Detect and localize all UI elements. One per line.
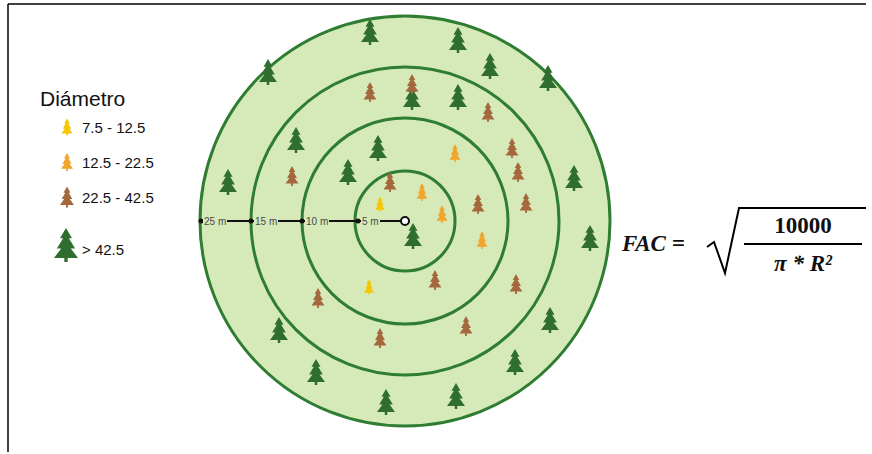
tree-icon (437, 205, 448, 223)
tree-icon (481, 53, 499, 79)
tree-icon (286, 166, 299, 186)
tree-icon (510, 274, 523, 294)
tree-icon (449, 27, 467, 53)
tree-icon (384, 172, 397, 192)
tree-icon (506, 349, 524, 375)
legend-tree-icon (60, 187, 74, 208)
tree-icon (429, 270, 442, 290)
legend-entry: 22.5 - 42.5 (82, 190, 154, 207)
legend-tree-icon (62, 119, 73, 136)
tree-icon (307, 359, 325, 385)
tree-icon (377, 389, 395, 415)
tree-icon (472, 194, 485, 214)
tree-icon (447, 383, 465, 409)
radius-label: 10 m (305, 216, 329, 227)
legend-tree-icon (61, 153, 73, 171)
tree-icon (512, 162, 525, 182)
tree-icon (364, 82, 377, 102)
tree-icon (460, 316, 473, 336)
tree-icon (506, 138, 519, 158)
tree-icon (219, 169, 237, 195)
legend-entry: 12.5 - 22.5 (82, 155, 154, 172)
tree-icon (539, 65, 557, 91)
tree-icon (374, 328, 387, 348)
tree-icon (375, 197, 385, 212)
legend-title: Diámetro (40, 87, 125, 110)
plot-rings (200, 16, 610, 426)
tree-icon (259, 59, 277, 85)
tree-icon (270, 317, 288, 343)
frame (8, 4, 866, 452)
formula-numerator: 10000 (774, 213, 832, 238)
tree-icon (520, 193, 533, 213)
tree-icon (312, 288, 325, 308)
radius-label: 25 m (203, 216, 227, 227)
tree-icon (287, 127, 305, 153)
tree-icon (449, 84, 467, 110)
tree-icon (450, 144, 461, 162)
legend-tree-icon (54, 228, 78, 262)
tree-icon (581, 225, 599, 251)
tree-icon (369, 135, 387, 161)
tree-icon (361, 19, 379, 45)
tree-icon (565, 165, 583, 191)
tree-icon (541, 307, 559, 333)
tree-icon (404, 223, 422, 249)
tree-icon (339, 159, 357, 185)
legend-entry: > 42.5 (82, 242, 124, 259)
radius-label: 15 m (254, 216, 278, 227)
tree-icon (417, 183, 428, 201)
radius-label: 5 m (361, 216, 380, 227)
legend-icons (54, 119, 78, 263)
trees (219, 19, 599, 415)
tree-icon (364, 280, 374, 295)
tree-icon (482, 102, 495, 122)
legend-entry: 7.5 - 12.5 (82, 120, 145, 137)
tree-icon (406, 74, 419, 94)
tree-icon (477, 231, 488, 249)
formula-term: FAC = (622, 231, 685, 256)
formula-denominator: π * R² (774, 251, 832, 276)
